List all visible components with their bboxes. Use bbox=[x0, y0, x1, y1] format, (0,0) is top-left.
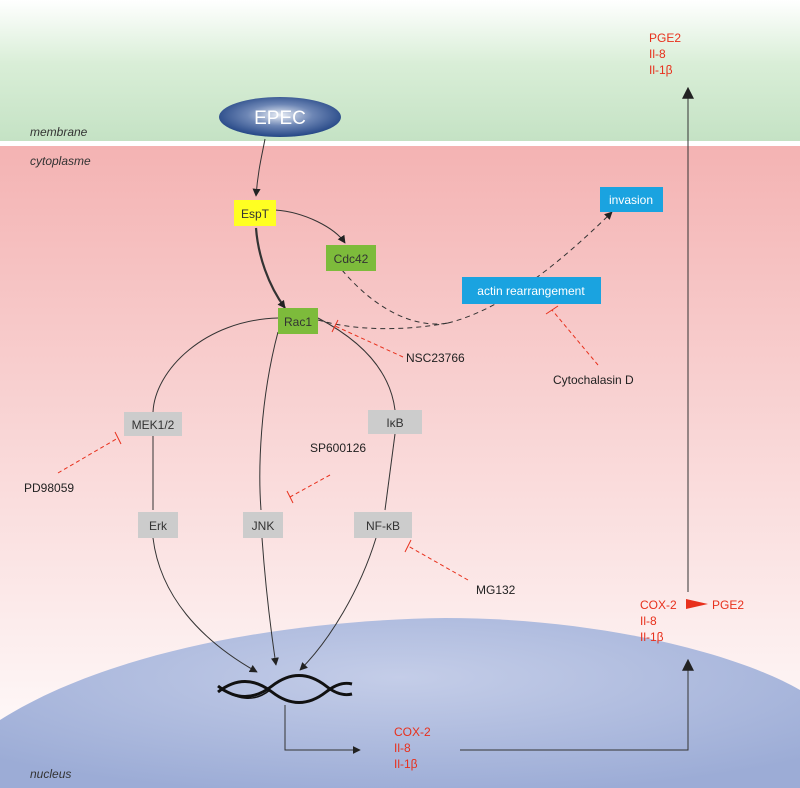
nucleus-gene-il1b: Il-1β bbox=[394, 757, 418, 771]
cdc42-node: Cdc42 bbox=[326, 245, 376, 271]
actin-rearrangement-node: actin rearrangement bbox=[462, 277, 601, 304]
cdc42-to-actin-path bbox=[341, 269, 449, 325]
rac1-label: Rac1 bbox=[284, 315, 312, 329]
epec-label: EPEC bbox=[254, 108, 306, 129]
nucleus-to-cytoplasm-arrow bbox=[460, 658, 694, 751]
pd98059-label: PD98059 bbox=[24, 481, 74, 495]
jnk-to-dna-arrow bbox=[261, 537, 279, 666]
actin-to-invasion-arrow bbox=[447, 211, 613, 324]
cyto-product-pge2: PGE2 bbox=[712, 598, 744, 612]
nucleus-gene-cox2: COX-2 bbox=[394, 725, 431, 739]
nsc23766-inhibition-bar bbox=[331, 319, 339, 333]
nfkb-label: NF-κB bbox=[366, 519, 400, 533]
cytoplasm-product-list: COX-2 PGE2 Il-8 Il-1β bbox=[640, 598, 744, 644]
nucleus-label: nucleus bbox=[30, 767, 71, 781]
cox2-to-pge2-arrow-icon bbox=[686, 599, 708, 609]
nsc23766-label: NSC23766 bbox=[406, 351, 465, 365]
membrane-region bbox=[0, 0, 800, 142]
cyto-product-il8: Il-8 bbox=[640, 614, 657, 628]
cytochalasin-label: Cytochalasin D bbox=[553, 373, 634, 387]
dna-helix-icon bbox=[217, 674, 353, 704]
rac1-to-mek-path bbox=[152, 317, 279, 413]
nucleus-gene-list: COX-2 Il-8 Il-1β bbox=[394, 725, 431, 771]
mg132-inhibition bbox=[407, 545, 469, 581]
cytochalasin-inhibition-bar bbox=[545, 305, 559, 315]
cyto-product-cox2: COX-2 bbox=[640, 598, 677, 612]
epec-bacterium: EPEC bbox=[219, 97, 341, 137]
nfkb-to-dna-arrow bbox=[299, 537, 377, 671]
espt-node: EspT bbox=[234, 200, 276, 226]
secreted-product-list: PGE2 Il-8 Il-1β bbox=[649, 31, 681, 77]
ikb-node: IκB bbox=[368, 410, 422, 434]
ikb-label: IκB bbox=[386, 416, 403, 430]
mek-node: MEK1/2 bbox=[124, 412, 182, 436]
mg132-inhibition-bar bbox=[404, 539, 412, 553]
sp600126-inhibition bbox=[289, 474, 331, 498]
rac1-to-ikb-path bbox=[317, 317, 396, 411]
rac1-node: Rac1 bbox=[278, 308, 318, 334]
pd98059-inhibition bbox=[57, 437, 119, 474]
secreted-il1b: Il-1β bbox=[649, 63, 673, 77]
cdc42-label: Cdc42 bbox=[334, 252, 369, 266]
sp600126-inhibition-bar bbox=[286, 490, 294, 504]
espt-to-cdc42-arrow bbox=[274, 209, 346, 244]
jnk-label: JNK bbox=[252, 519, 275, 533]
actin-label: actin rearrangement bbox=[477, 284, 585, 298]
nucleus-gene-il8: Il-8 bbox=[394, 741, 411, 755]
secreted-pge2: PGE2 bbox=[649, 31, 681, 45]
sp600126-label: SP600126 bbox=[310, 441, 366, 455]
cytochalasin-inhibition bbox=[551, 309, 599, 366]
rac1-to-actin-path bbox=[317, 319, 449, 330]
espt-to-rac1-arrow bbox=[254, 227, 286, 309]
jnk-node: JNK bbox=[243, 512, 283, 538]
cytoplasm-label: cytoplasme bbox=[30, 154, 91, 168]
dna-to-genes-arrow bbox=[284, 705, 361, 754]
rac1-to-jnk-path bbox=[259, 331, 279, 511]
espt-label: EspT bbox=[241, 207, 270, 221]
membrane-divider bbox=[0, 141, 800, 146]
secreted-il8: Il-8 bbox=[649, 47, 666, 61]
nsc23766-inhibition bbox=[334, 325, 404, 358]
membrane-label: membrane bbox=[30, 125, 88, 139]
invasion-node: invasion bbox=[600, 187, 663, 212]
pd98059-inhibition-bar bbox=[114, 431, 122, 445]
nucleus-region bbox=[0, 618, 800, 788]
nfkb-node: NF-κB bbox=[354, 512, 412, 538]
erk-to-dna-arrow bbox=[152, 537, 258, 673]
cyto-product-il1b: Il-1β bbox=[640, 630, 664, 644]
erk-label: Erk bbox=[149, 519, 168, 533]
ikb-to-nfkb-path bbox=[384, 433, 396, 511]
mek-label: MEK1/2 bbox=[132, 418, 175, 432]
mg132-label: MG132 bbox=[476, 583, 516, 597]
invasion-label: invasion bbox=[609, 193, 653, 207]
erk-node: Erk bbox=[138, 512, 178, 538]
epec-to-espt-arrow bbox=[252, 138, 266, 197]
